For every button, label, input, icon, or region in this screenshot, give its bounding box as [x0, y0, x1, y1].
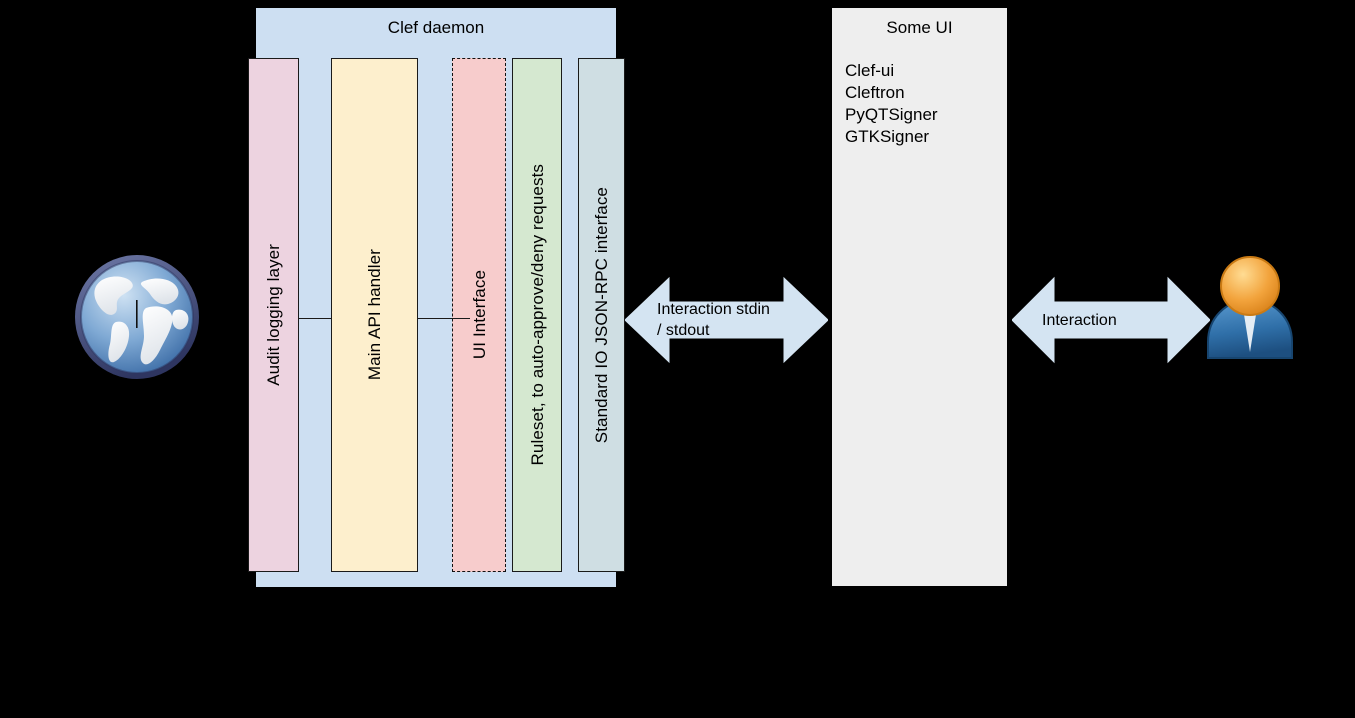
some-ui-title: Some UI	[886, 18, 953, 37]
list-item: PyQTSigner	[845, 105, 938, 124]
user-arrow: Interaction	[1012, 276, 1210, 364]
stdio-arrow: Interaction stdin / stdout	[625, 276, 828, 364]
column-ruleset[interactable]: Ruleset, to auto-approve/deny requests	[512, 58, 562, 572]
column-standard-io-json-rpc-interface[interactable]: Standard IO JSON-RPC interface	[578, 58, 625, 572]
connector-api-to-ui-interface	[417, 318, 470, 319]
some-ui-list: Clef-ui Cleftron PyQTSigner GTKSigner	[845, 60, 1005, 148]
user-icon	[1200, 252, 1300, 364]
column-main-api-handler[interactable]: Main API handler	[331, 58, 418, 572]
column-label-standard-io-json-rpc-interface: Standard IO JSON-RPC interface	[592, 186, 611, 444]
some-ui-panel	[832, 8, 1007, 586]
list-item: Clef-ui	[845, 61, 895, 80]
list-item: Cleftron	[845, 83, 905, 102]
column-label-ui-interface: UI Interface	[469, 270, 489, 360]
globe-icon	[72, 252, 202, 382]
clef-daemon-title: Clef daemon	[387, 18, 485, 37]
column-label-audit-logging-layer: Audit logging layer	[264, 244, 283, 386]
list-item: GTKSigner	[845, 127, 930, 146]
column-ui-interface[interactable]: UI Interface	[452, 58, 506, 572]
column-label-main-api-handler: Main API handler	[365, 249, 384, 381]
clef-daemon-container	[256, 8, 616, 587]
connector-audit-to-api	[299, 318, 332, 319]
column-label-ruleset: Ruleset, to auto-approve/deny requests	[527, 164, 547, 466]
column-audit-logging-layer[interactable]: Audit logging layer	[248, 58, 299, 572]
